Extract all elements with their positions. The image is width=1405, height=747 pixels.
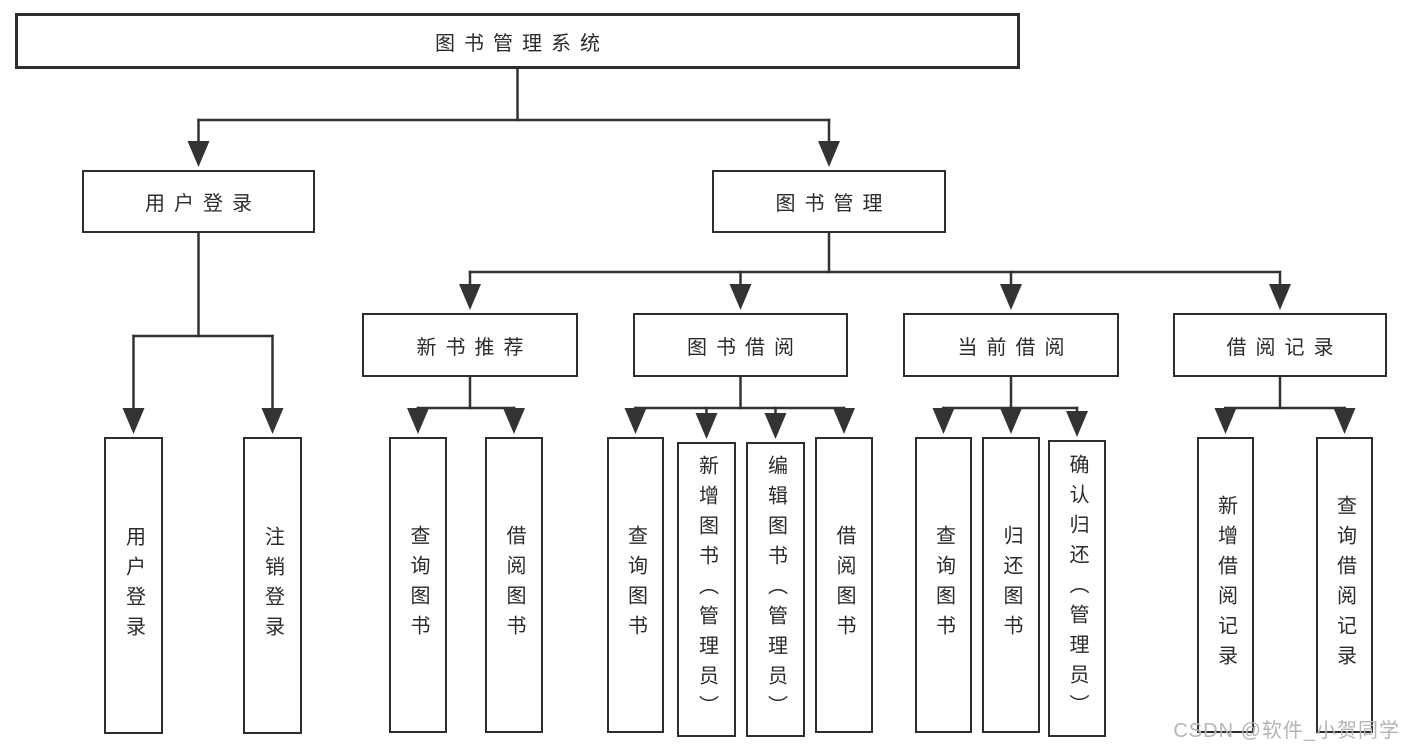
node-label-leaf-br-add-record: 新增借阅记录 <box>1214 495 1237 675</box>
arrowhead <box>624 408 647 434</box>
node-leaf-cb-query-books: 查询图书 <box>915 437 972 733</box>
arrowhead <box>1066 411 1088 437</box>
node-label-leaf-bb-query-books: 查询图书 <box>624 525 647 645</box>
node-user-login-group: 用户登录 <box>82 170 315 233</box>
node-leaf-logout: 注销登录 <box>243 437 302 734</box>
arrowhead <box>695 413 718 439</box>
node-label-current-borrowing: 当前借阅 <box>957 336 1074 359</box>
node-label-leaf-nbr-query-books: 查询图书 <box>407 525 429 645</box>
node-leaf-br-add-record: 新增借阅记录 <box>1197 437 1254 733</box>
node-leaf-nbr-query-books: 查询图书 <box>389 437 447 733</box>
arrowhead <box>1000 284 1022 310</box>
arrowhead <box>187 141 210 167</box>
arrowhead <box>764 413 787 439</box>
node-label-book-management: 图书管理 <box>775 193 892 215</box>
node-label-leaf-cb-return-books: 归还图书 <box>1000 525 1022 645</box>
watermark: CSDN @软件_小贺同学 <box>1173 720 1400 742</box>
node-label-leaf-bb-borrow-books: 借阅图书 <box>833 525 855 645</box>
node-label-root: 图书管理系统 <box>435 32 609 55</box>
node-label-leaf-bb-edit-books: 编辑图书（管理员） <box>764 454 787 725</box>
node-leaf-br-query-record: 查询借阅记录 <box>1316 437 1373 733</box>
arrowhead <box>833 408 855 434</box>
arrowhead <box>818 141 840 167</box>
node-leaf-cb-return-books: 归还图书 <box>982 437 1040 733</box>
arrowhead <box>932 408 955 434</box>
node-leaf-cb-confirm-return: 确认归还（管理员） <box>1048 440 1106 737</box>
arrowhead <box>1269 284 1291 310</box>
arrowhead <box>459 284 481 310</box>
arrowhead <box>261 408 284 434</box>
node-leaf-bb-edit-books: 编辑图书（管理员） <box>746 442 805 737</box>
node-leaf-bb-borrow-books: 借阅图书 <box>815 437 873 733</box>
node-leaf-bb-add-books: 新增图书（管理员） <box>677 442 736 737</box>
node-borrowing-records: 借阅记录 <box>1173 313 1387 377</box>
node-label-leaf-logout: 注销登录 <box>261 525 284 646</box>
node-label-leaf-user-login: 用户登录 <box>122 525 145 646</box>
node-leaf-user-login: 用户登录 <box>104 437 163 734</box>
node-new-book-recommend: 新书推荐 <box>362 313 578 377</box>
arrowhead <box>503 408 525 434</box>
arrowhead <box>407 408 429 434</box>
node-label-leaf-nbr-borrow-books: 借阅图书 <box>503 525 525 645</box>
node-leaf-nbr-borrow-books: 借阅图书 <box>485 437 543 733</box>
node-label-leaf-cb-query-books: 查询图书 <box>932 525 955 645</box>
node-label-leaf-cb-confirm-return: 确认归还（管理员） <box>1066 453 1088 724</box>
arrowhead <box>122 408 145 434</box>
node-label-user-login-group: 用户登录 <box>145 193 261 215</box>
node-label-leaf-bb-add-books: 新增图书（管理员） <box>695 454 718 725</box>
node-current-borrowing: 当前借阅 <box>903 313 1119 377</box>
arrowhead <box>1000 408 1022 434</box>
node-book-management: 图书管理 <box>712 170 946 233</box>
node-label-borrowing-records: 借阅记录 <box>1226 336 1343 359</box>
node-leaf-bb-query-books: 查询图书 <box>607 437 664 733</box>
node-label-leaf-br-query-record: 查询借阅记录 <box>1333 495 1356 675</box>
node-label-new-book-recommend: 新书推荐 <box>416 336 533 359</box>
arrowhead <box>729 284 752 310</box>
node-label-book-borrowing: 图书借阅 <box>687 336 803 359</box>
arrowhead <box>1214 408 1237 434</box>
arrowhead <box>1333 408 1356 434</box>
node-root: 图书管理系统 <box>15 13 1020 69</box>
node-book-borrowing: 图书借阅 <box>633 313 848 377</box>
